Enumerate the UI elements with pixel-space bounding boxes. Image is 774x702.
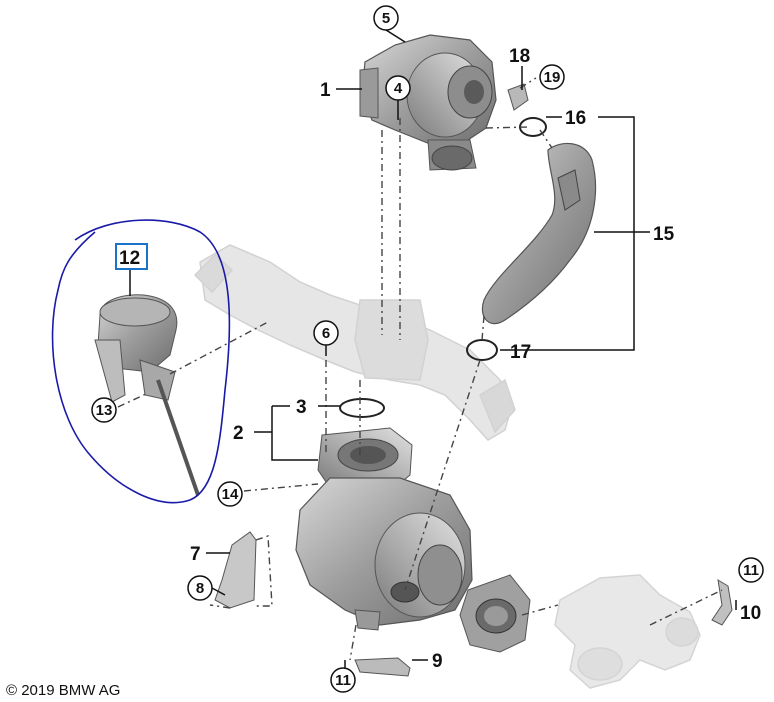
circled-label-19[interactable]: 19 [539,64,565,90]
svg-text:13: 13 [96,402,113,419]
part-label-10[interactable]: 10 [740,603,761,624]
svg-text:11: 11 [743,562,759,579]
circled-label-8[interactable]: 8 [187,575,213,601]
svg-text:11: 11 [335,672,351,689]
part-label-16[interactable]: 16 [565,108,586,129]
part-label-18[interactable]: 18 [509,46,530,67]
part-label-7[interactable]: 7 [190,544,201,565]
exhaust-manifold-ghost [193,244,516,441]
copyright-notice: © 2019 BMW AG [6,682,120,699]
svg-text:5: 5 [382,10,390,27]
ghost-turbo-right [554,574,701,689]
part-label-2[interactable]: 2 [233,423,244,444]
o-ring-17 [466,339,498,361]
svg-text:19: 19 [544,69,561,86]
svg-text:4: 4 [394,80,403,97]
intake-pipe [481,142,597,325]
part-label-3[interactable]: 3 [296,397,307,418]
circled-label-11-right[interactable]: 11 [738,557,764,583]
circled-label-5[interactable]: 5 [373,5,399,31]
part-label-17[interactable]: 17 [510,342,531,363]
connection-lines [117,77,723,661]
part-label-9[interactable]: 9 [432,651,443,672]
annotation-ellipse [51,219,231,504]
svg-text:6: 6 [322,325,330,342]
part-label-12[interactable]: 12 [119,248,140,269]
circled-label-11-bottom[interactable]: 11 [330,667,356,693]
wastegate-actuator [94,294,200,496]
circled-label-6[interactable]: 6 [313,320,339,346]
leader-lines [129,29,737,668]
turbocharger-upper [359,34,497,171]
svg-text:8: 8 [196,580,204,597]
clip-9 [354,657,411,677]
gasket-3 [339,398,385,418]
circled-label-13[interactable]: 13 [91,397,117,423]
clip-10 [711,579,733,626]
circled-label-14[interactable]: 14 [217,481,243,507]
svg-text:14: 14 [222,486,239,503]
clip-18 [507,83,529,111]
bracket-7 [214,531,257,609]
turbocharger-lower [295,427,531,653]
circled-label-4[interactable]: 4 [385,75,411,101]
part-label-15[interactable]: 15 [653,224,675,245]
highlight-box-12 [115,243,148,270]
part-label-1[interactable]: 1 [320,80,331,101]
